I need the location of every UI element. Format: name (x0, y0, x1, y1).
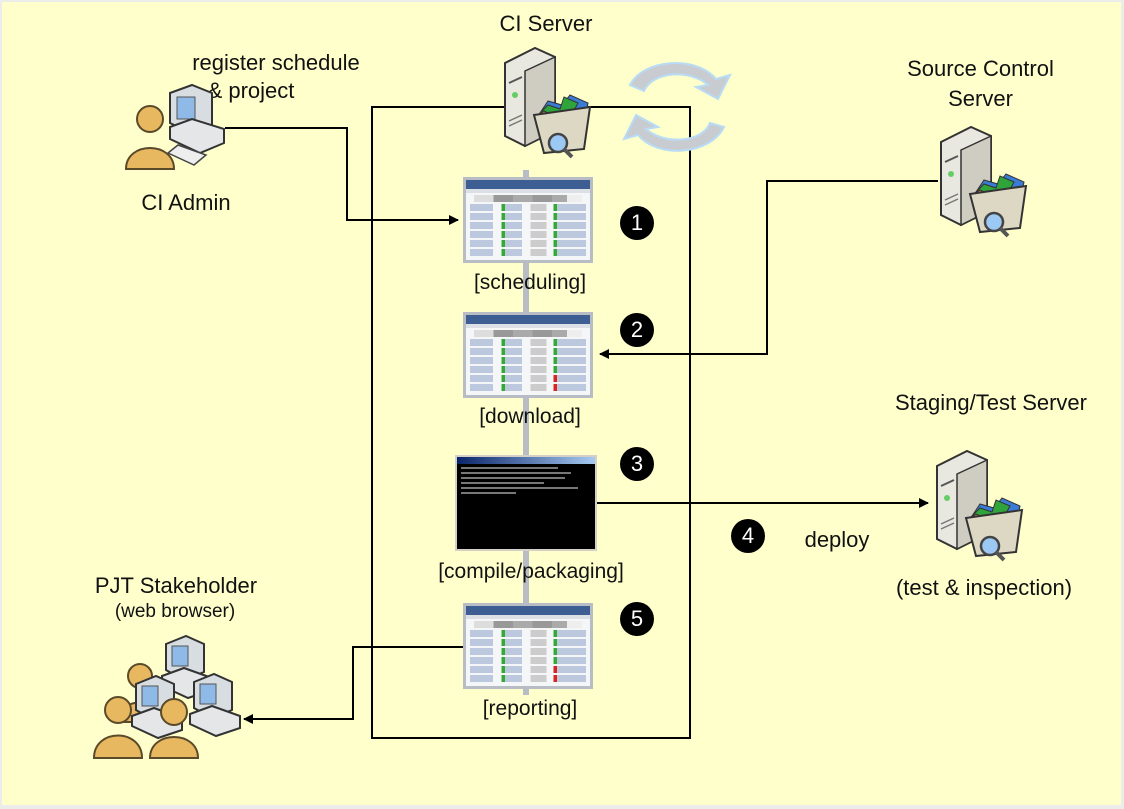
staging-server-label: Staging/Test Server (895, 390, 1087, 415)
ci-server-title: CI Server (499, 11, 593, 36)
step-1-label: [scheduling] (473, 271, 587, 294)
step-3-badge: 3 (620, 447, 654, 481)
scheduling-screen-thumbnail[interactable] (463, 177, 593, 263)
user-icon (92, 696, 144, 759)
ci-server-icon[interactable] (500, 43, 595, 163)
source-to-download-arrow (599, 180, 938, 359)
step-5-label: [reporting] (482, 697, 578, 720)
register-annotation-line1: register schedule (192, 50, 360, 75)
stakeholder-label: PJT Stakeholder (94, 573, 258, 598)
download-screen-thumbnail[interactable] (463, 312, 593, 398)
source-control-label-line1: Source Control (907, 56, 1054, 81)
source-control-server-icon[interactable] (936, 122, 1031, 242)
staging-server-icon[interactable] (932, 446, 1027, 566)
user-icon (148, 698, 200, 759)
step-1-badge: 1 (620, 206, 654, 240)
step-3-label: [compile/packaging] (438, 560, 624, 583)
workstation-icon (166, 83, 225, 166)
reporting-to-stakeholder-arrow (243, 646, 465, 724)
register-annotation-line2: & project (207, 78, 295, 103)
workstation-icon (189, 672, 241, 738)
step-2-badge: 2 (620, 313, 654, 347)
ci-admin-icon[interactable] (122, 83, 232, 173)
refresh-cycle-icon (622, 62, 732, 152)
reporting-screen-thumbnail[interactable] (463, 603, 593, 689)
step-4-badge: 4 (731, 519, 765, 553)
ci-admin-label: CI Admin (141, 190, 231, 215)
source-control-label-line2: Server (948, 86, 1013, 111)
step-2-label: [download] (479, 405, 581, 428)
user-icon (124, 105, 176, 170)
deploy-annotation: deploy (804, 527, 870, 552)
staging-caption: (test & inspection) (895, 575, 1073, 600)
magnifier-icon (547, 132, 574, 159)
admin-to-scheduling-arrow (225, 127, 459, 225)
stakeholder-group-icon[interactable] (88, 632, 248, 762)
stakeholder-caption: (web browser) (114, 601, 236, 622)
step-5-badge: 5 (620, 602, 654, 636)
compile-console-thumbnail[interactable] (455, 455, 597, 551)
